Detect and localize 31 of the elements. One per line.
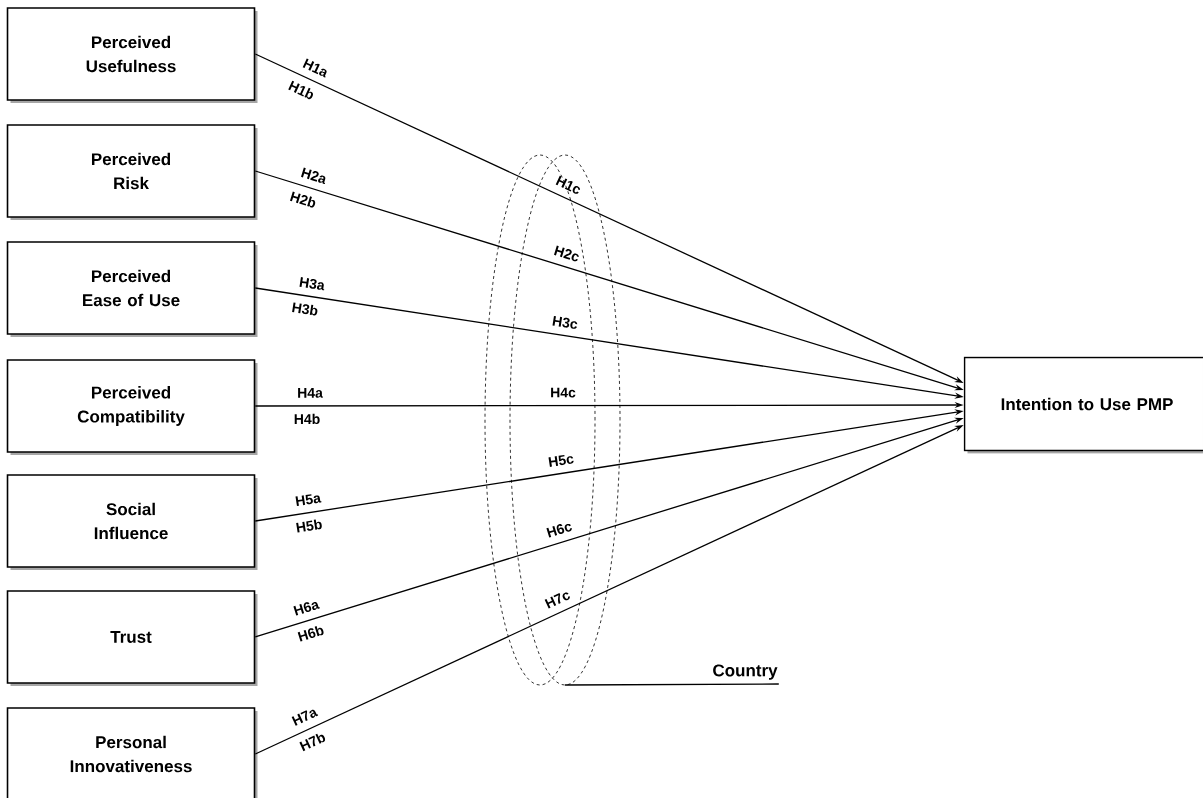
hypothesis-label: H2c: [554, 245, 579, 262]
concept-box: Intention to Use PMP: [963, 356, 1203, 454]
concept-box: Perceived Usefulness: [6, 7, 258, 103]
moderator-label: Country: [713, 664, 778, 680]
hypothesis-label: H2a: [301, 167, 326, 184]
concept-box: Personal Innovativeness: [6, 707, 258, 798]
hypothesis-label: H7a: [291, 709, 319, 726]
concept-box: Social Influence: [6, 474, 258, 570]
hypothesis-label: H3c: [552, 315, 578, 329]
hypothesis-label: H3b: [292, 302, 318, 316]
hypothesis-label: H4b: [294, 413, 320, 425]
hypothesis-label: H6b: [297, 626, 324, 642]
hypothesis-label: H1c: [555, 175, 580, 194]
concept-box: Trust: [6, 590, 258, 686]
hypothesis-label: H5a: [295, 494, 322, 507]
hypothesis-label: H3a: [299, 277, 325, 291]
concept-box: Perceived Compatibility: [6, 359, 258, 455]
hypothesis-label: H1b: [288, 80, 314, 100]
hypothesis-label: H7c: [544, 592, 570, 609]
concept-box: Perceived Risk: [6, 124, 258, 220]
hypothesis-label: H6a: [293, 602, 320, 616]
hypothesis-label: H4a: [298, 388, 323, 398]
hypothesis-label: H1a: [302, 58, 327, 78]
concept-box: Perceived Ease of Use: [6, 241, 258, 337]
hypothesis-label: H5b: [296, 519, 322, 533]
hypothesis-label: H2b: [290, 191, 316, 208]
hypothesis-label: H7b: [299, 733, 326, 752]
hypothesis-label: H5c: [548, 454, 574, 467]
hypothesis-label: H4c: [551, 387, 576, 398]
hypothesis-label: H6c: [546, 523, 572, 538]
leader-line: [564, 683, 780, 686]
